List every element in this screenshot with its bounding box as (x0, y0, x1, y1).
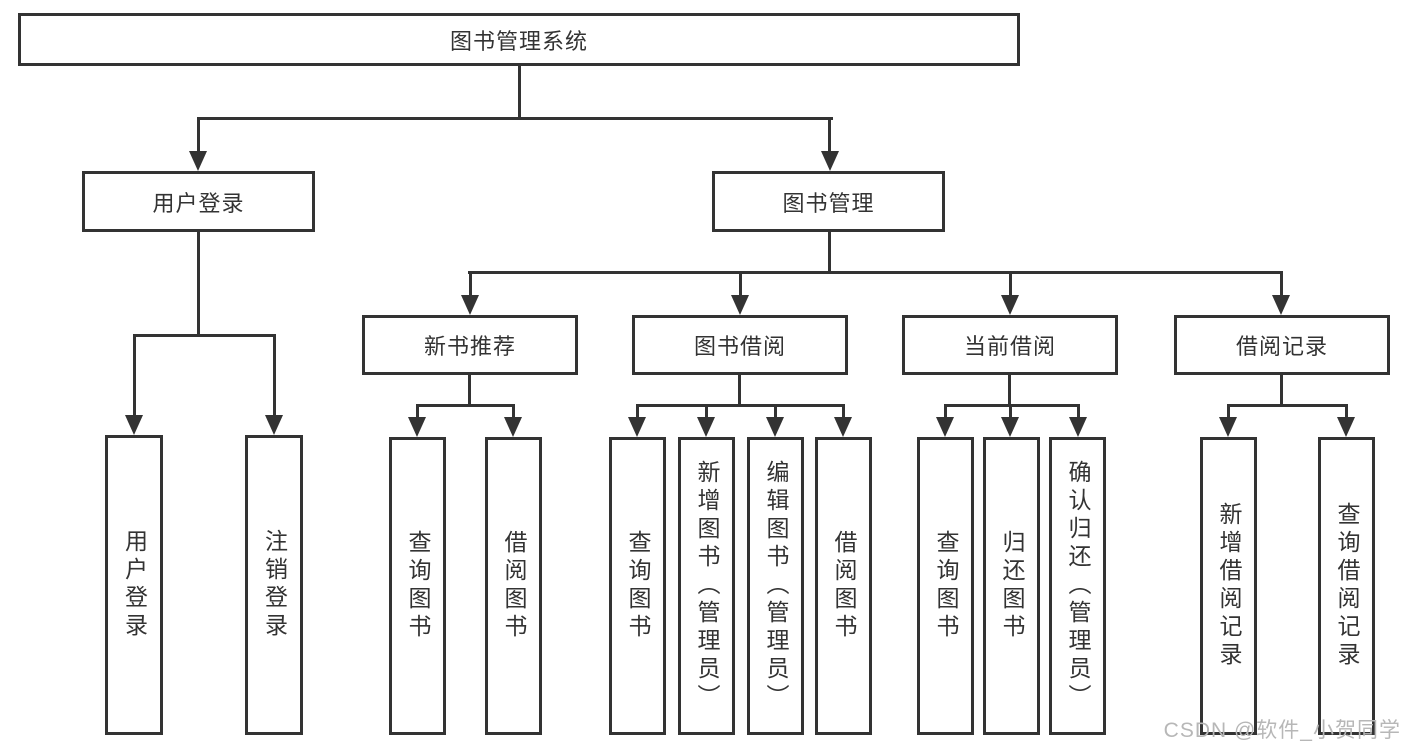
connector-user-login-stem (197, 232, 200, 337)
connector-root-branch (197, 117, 833, 120)
leaf-query-books-current: 查询图书 (917, 437, 974, 735)
connector-drop-logout-leaf (273, 334, 276, 415)
leaf-borrow-books: 借阅图书 (815, 437, 872, 735)
connector-drop-borrow-records (1280, 271, 1283, 295)
arrowhead-down-icon (125, 415, 143, 435)
arrowhead-down-icon (731, 295, 749, 315)
leaf-return-books: 归还图书 (983, 437, 1040, 735)
connector-book-mgmt-branch (468, 271, 1283, 274)
arrowhead-down-icon (834, 417, 852, 437)
arrowhead-down-icon (1069, 417, 1087, 437)
leaf-query-books-borrow: 查询图书 (609, 437, 666, 735)
node-user-login: 用户登录 (82, 171, 315, 232)
arrowhead-down-icon (265, 415, 283, 435)
arrowhead-down-icon (1337, 417, 1355, 437)
connector-current-borrow-branch (944, 404, 1080, 407)
arrowhead-down-icon (1001, 295, 1019, 315)
connector-drop-leaf (705, 404, 708, 417)
csdn-watermark: CSDN @软件_小贺同学 (1163, 719, 1401, 742)
leaf-label: 查询借阅记录 (1334, 502, 1360, 670)
leaf-label: 查询图书 (405, 530, 431, 642)
node-book-management: 图书管理 (712, 171, 945, 232)
connector-root-stem (518, 66, 521, 120)
leaf-label: 确认归还（管理员） (1065, 460, 1091, 712)
connector-drop-book-borrow (739, 271, 742, 295)
arrowhead-down-icon (697, 417, 715, 437)
connector-drop-login-leaf (133, 334, 136, 415)
leaf-logout: 注销登录 (245, 435, 303, 735)
leaf-label: 注销登录 (261, 529, 288, 641)
connector-drop-leaf (774, 404, 777, 417)
leaf-user-login: 用户登录 (105, 435, 163, 735)
connector-borrow-records-stem (1280, 375, 1283, 407)
leaf-borrow-books-rec: 借阅图书 (485, 437, 542, 735)
connector-drop-leaf (1009, 404, 1012, 417)
connector-drop-book-mgmt (828, 117, 831, 153)
leaf-label: 归还图书 (999, 530, 1025, 642)
connector-drop-leaf (416, 404, 419, 417)
connector-user-login-branch (133, 334, 276, 337)
connector-current-borrow-stem (1008, 375, 1011, 407)
connector-drop-new-book-rec (469, 271, 472, 295)
connector-drop-leaf (944, 404, 947, 417)
leaf-label: 借阅图书 (501, 530, 527, 642)
node-book-borrowing: 图书借阅 (632, 315, 848, 375)
leaf-add-borrow-record: 新增借阅记录 (1200, 437, 1257, 735)
arrowhead-down-icon (408, 417, 426, 437)
arrowhead-down-icon (766, 417, 784, 437)
connector-drop-leaf (1227, 404, 1230, 417)
leaf-label: 查询图书 (933, 530, 959, 642)
arrowhead-down-icon (504, 417, 522, 437)
leaf-label: 新增借阅记录 (1216, 502, 1242, 670)
leaf-query-borrow-record: 查询借阅记录 (1318, 437, 1375, 735)
leaf-label: 用户登录 (121, 529, 148, 641)
connector-new-book-rec-branch (416, 404, 515, 407)
leaf-label: 借阅图书 (831, 530, 857, 642)
node-new-book-recommend: 新书推荐 (362, 315, 578, 375)
connector-borrow-records-branch (1227, 404, 1348, 407)
connector-drop-leaf (842, 404, 845, 417)
connector-new-book-rec-stem (468, 375, 471, 407)
leaf-edit-books-admin: 编辑图书（管理员） (747, 437, 804, 735)
connector-drop-leaf (636, 404, 639, 417)
connector-drop-user-login (197, 117, 200, 153)
node-current-borrowing: 当前借阅 (902, 315, 1118, 375)
arrowhead-down-icon (821, 151, 839, 171)
arrowhead-down-icon (936, 417, 954, 437)
arrowhead-down-icon (1001, 417, 1019, 437)
arrowhead-down-icon (189, 151, 207, 171)
connector-drop-leaf (1345, 404, 1348, 417)
connector-book-borrow-branch (636, 404, 845, 407)
arrowhead-down-icon (461, 295, 479, 315)
node-library-system: 图书管理系统 (18, 13, 1020, 66)
leaf-label: 查询图书 (625, 530, 651, 642)
node-borrowing-records: 借阅记录 (1174, 315, 1390, 375)
leaf-query-books-rec: 查询图书 (389, 437, 446, 735)
leaf-label: 编辑图书（管理员） (763, 460, 789, 712)
leaf-confirm-return-admin: 确认归还（管理员） (1049, 437, 1106, 735)
arrowhead-down-icon (1219, 417, 1237, 437)
leaf-add-books-admin: 新增图书（管理员） (678, 437, 735, 735)
connector-drop-current-borrow (1009, 271, 1012, 295)
connector-book-borrow-stem (738, 375, 741, 407)
arrowhead-down-icon (628, 417, 646, 437)
leaf-label: 新增图书（管理员） (694, 460, 720, 712)
connector-drop-leaf (512, 404, 515, 417)
connector-drop-leaf (1077, 404, 1080, 417)
connector-book-mgmt-stem (828, 232, 831, 274)
arrowhead-down-icon (1272, 295, 1290, 315)
